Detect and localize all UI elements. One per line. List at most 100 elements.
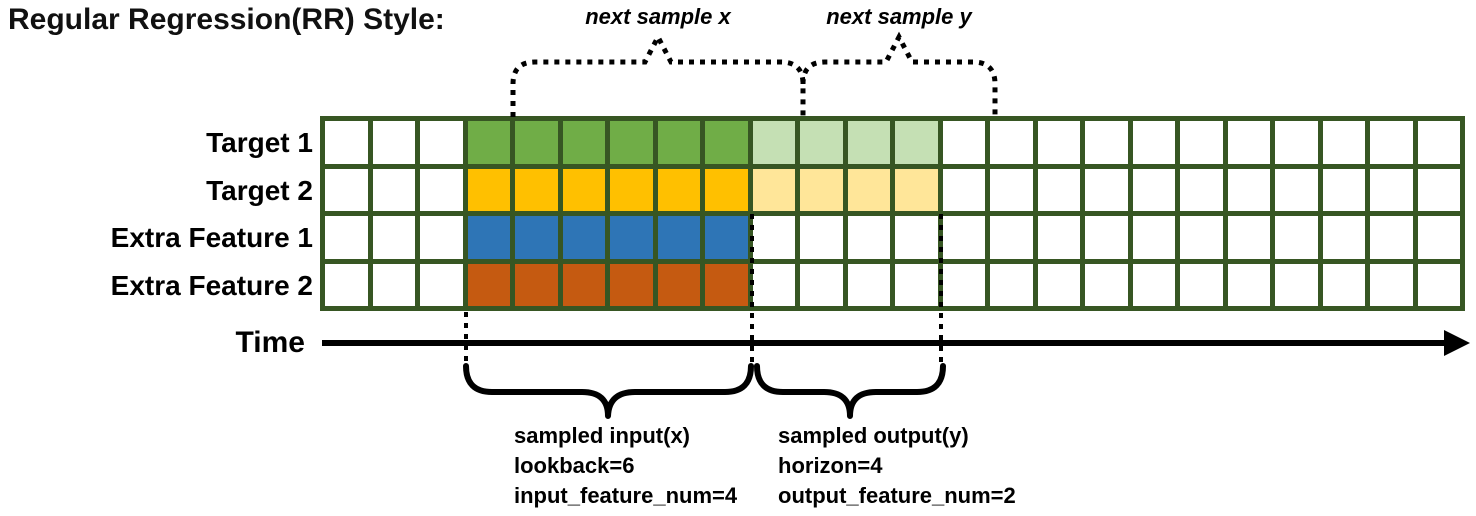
grid-cell: [562, 263, 605, 306]
diagram-title: Regular Regression(RR) Style:: [8, 3, 445, 36]
grid-cell: [1227, 216, 1270, 259]
grid-cell: [1037, 168, 1080, 211]
grid-cell: [752, 216, 795, 259]
grid-cell: [800, 263, 843, 306]
grid-cell: [515, 121, 558, 164]
grid-cell: [1275, 168, 1318, 211]
grid-cell: [1370, 121, 1413, 164]
grid-cell: [467, 263, 510, 306]
grid-cell: [1417, 216, 1460, 259]
grid-cell: [657, 121, 700, 164]
grid-cell: [467, 121, 510, 164]
grid-cell: [1132, 168, 1175, 211]
grid-cell: [420, 121, 463, 164]
grid-cell: [325, 263, 368, 306]
grid-cell: [372, 216, 415, 259]
grid-cell: [942, 216, 985, 259]
sampled-output-annotation: sampled output(y) horizon=4 output_featu…: [778, 421, 1016, 511]
grid-cell: [705, 216, 748, 259]
grid-cell: [1275, 216, 1318, 259]
grid-cell: [800, 121, 843, 164]
grid-cell: [895, 216, 938, 259]
grid-cell: [990, 168, 1033, 211]
grid-cell: [1227, 121, 1270, 164]
grid-cell: [847, 216, 890, 259]
grid-cell: [1370, 263, 1413, 306]
grid-cell: [420, 168, 463, 211]
grid-cell: [610, 121, 653, 164]
grid-cell: [657, 216, 700, 259]
grid-cell: [1180, 263, 1223, 306]
output-feature-num: output_feature_num=2: [778, 483, 1016, 508]
grid-cell: [1085, 263, 1128, 306]
grid-cell: [420, 263, 463, 306]
sample-grid: [320, 116, 1465, 311]
grid-cell: [942, 168, 985, 211]
grid-cell: [1037, 121, 1080, 164]
grid-cell: [325, 168, 368, 211]
sampled-output-brace: [754, 363, 946, 419]
grid-cell: [325, 216, 368, 259]
grid-cell: [1180, 168, 1223, 211]
grid-cell: [1085, 216, 1128, 259]
grid-cell: [657, 263, 700, 306]
grid-cell: [1132, 216, 1175, 259]
time-arrowhead-icon: [1444, 330, 1470, 356]
grid-cell: [1275, 121, 1318, 164]
grid-cell: [800, 216, 843, 259]
grid-cell: [610, 263, 653, 306]
grid-cell: [752, 263, 795, 306]
grid-cell: [705, 263, 748, 306]
grid-cell: [942, 121, 985, 164]
lookback-value: lookback=6: [514, 453, 635, 478]
grid-cell: [1180, 216, 1223, 259]
grid-cell: [467, 216, 510, 259]
grid-cell: [562, 121, 605, 164]
grid-cell: [752, 121, 795, 164]
grid-cell: [657, 168, 700, 211]
grid-cell: [1417, 121, 1460, 164]
time-axis-label: Time: [235, 326, 305, 359]
grid-cell: [1322, 121, 1365, 164]
grid-cell: [372, 168, 415, 211]
row-label-target-2: Target 2: [206, 174, 313, 206]
grid-cell: [752, 168, 795, 211]
next-sample-x-label: next sample x: [585, 4, 731, 29]
grid-cell: [1085, 121, 1128, 164]
grid-cell: [1322, 263, 1365, 306]
grid-cell: [1037, 216, 1080, 259]
horizon-value: horizon=4: [778, 453, 883, 478]
grid-cell: [800, 168, 843, 211]
row-label-extra-feature-2: Extra Feature 2: [110, 269, 313, 301]
grid-cell: [372, 121, 415, 164]
grid-cell: [990, 263, 1033, 306]
grid-cell: [610, 216, 653, 259]
grid-cell: [372, 263, 415, 306]
grid-cell: [1132, 263, 1175, 306]
grid-cell: [990, 121, 1033, 164]
grid-cell: [1227, 168, 1270, 211]
sampled-input-brace: [463, 363, 754, 419]
grid-cell: [847, 263, 890, 306]
grid-cell: [1417, 263, 1460, 306]
input-feature-num: input_feature_num=4: [514, 483, 738, 508]
grid-cell: [847, 168, 890, 211]
next-sample-x-brace: [510, 31, 806, 117]
row-label-target-1: Target 1: [206, 127, 313, 158]
grid-cell: [1370, 168, 1413, 211]
grid-cell: [847, 121, 890, 164]
grid-cell: [942, 263, 985, 306]
grid-cell: [1037, 263, 1080, 306]
next-sample-y-label: next sample y: [826, 4, 972, 29]
grid-cell: [1227, 263, 1270, 306]
sampled-input-annotation: sampled input(x) lookback=6 input_featur…: [514, 421, 737, 511]
grid-cell: [515, 216, 558, 259]
grid-cell: [1275, 263, 1318, 306]
grid-cell: [562, 168, 605, 211]
grid-cell: [1322, 168, 1365, 211]
grid-cell: [515, 168, 558, 211]
grid-cell: [1370, 216, 1413, 259]
sampled-output-title: sampled output(y): [778, 423, 969, 448]
row-label-extra-feature-1: Extra Feature 1: [110, 222, 313, 253]
